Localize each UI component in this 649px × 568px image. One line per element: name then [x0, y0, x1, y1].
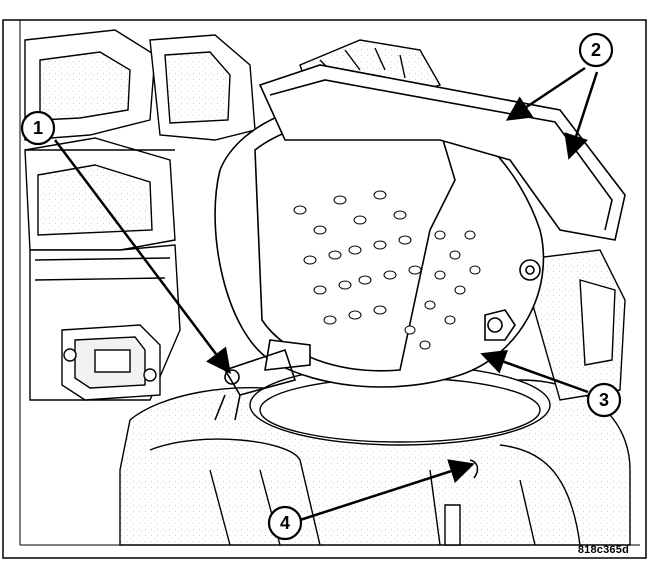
squiggle-4	[469, 459, 479, 479]
callout-4: 4	[267, 505, 303, 541]
callout-1-label: 1	[33, 118, 43, 138]
callout-3-label: 3	[599, 390, 609, 410]
callout-4-label: 4	[280, 513, 290, 533]
callout-3: 3	[586, 382, 622, 418]
leader-4	[299, 459, 475, 522]
figure-id: 818c365d	[577, 544, 629, 556]
callout-1: 1	[20, 110, 56, 146]
leader-2b	[564, 71, 599, 160]
leader-1	[54, 139, 232, 374]
blower-motor-assembly	[214, 64, 626, 421]
blower-housing-lower	[119, 249, 631, 546]
callout-leaders	[54, 66, 599, 522]
leader-3	[480, 349, 589, 394]
electrical-connector	[61, 324, 161, 401]
leader-2a	[505, 66, 586, 121]
callout-2-label: 2	[591, 40, 601, 60]
callout-2: 2	[578, 32, 614, 68]
